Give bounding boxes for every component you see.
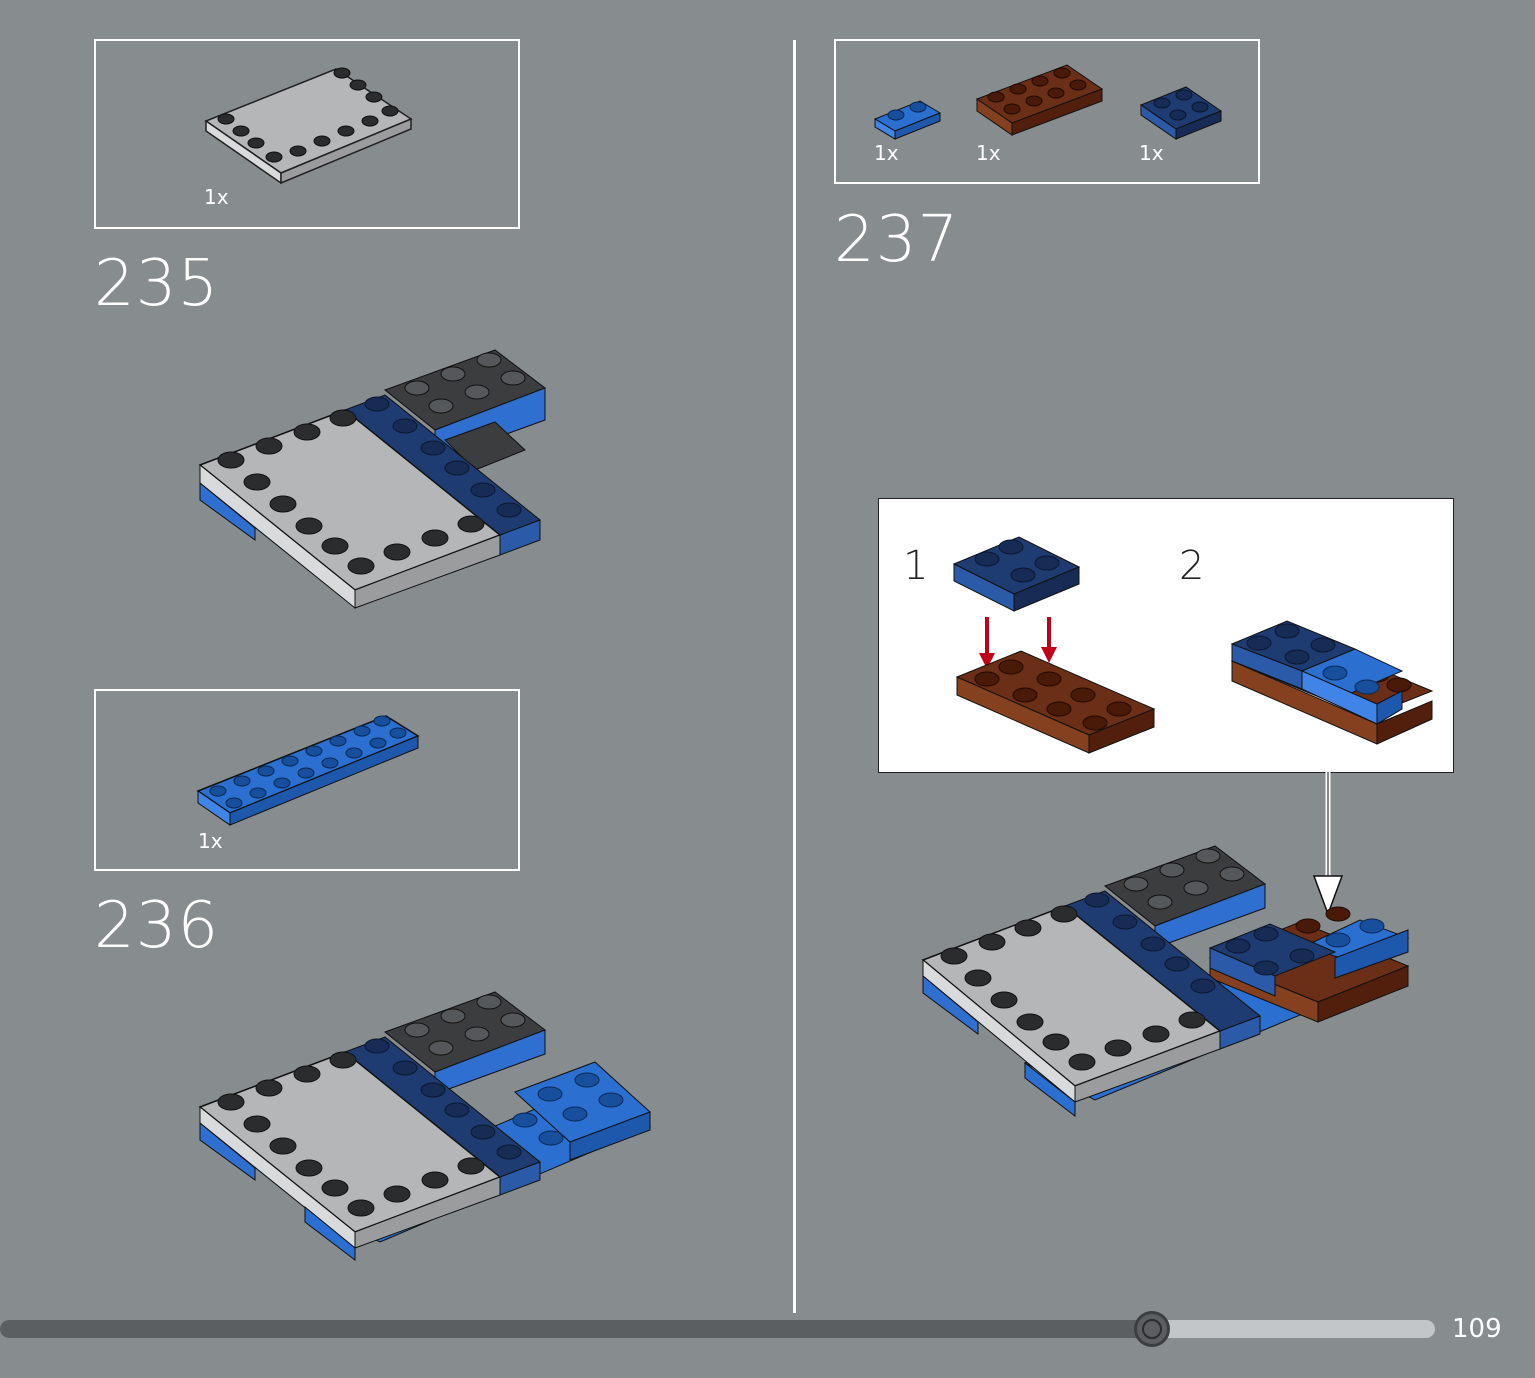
part-quantity: 1x: [976, 141, 1001, 165]
substep-number: 2: [1179, 543, 1205, 589]
page-progress-fill: [0, 1320, 1153, 1338]
dark-blue-plate-2x2-part-icon: [1139, 86, 1223, 140]
step-235-parts-panel: 1x: [94, 39, 520, 229]
page-number: 109: [1452, 1314, 1502, 1344]
part-quantity: 1x: [1139, 141, 1164, 165]
step-237-model-illustration: [921, 845, 1410, 1118]
subassembly-callout: 1 2: [878, 498, 1454, 773]
step-235-model-illustration: [198, 349, 547, 610]
substep-1-illustration: [952, 536, 1156, 754]
substep-2-illustration: [1230, 620, 1434, 745]
part-quantity: 1x: [204, 185, 229, 209]
substep-number: 1: [903, 543, 929, 589]
page-progress-track[interactable]: [0, 1320, 1435, 1338]
column-divider: [793, 40, 796, 1313]
part-quantity: 1x: [198, 829, 223, 853]
brown-plate-2x4-part-icon: [975, 64, 1104, 136]
blue-plate-1x2-part-icon: [873, 100, 942, 140]
step-number: 236: [94, 889, 220, 963]
blue-plate-part-icon: [196, 715, 420, 826]
placement-arrow-icon: [1312, 772, 1344, 917]
step-number: 237: [834, 203, 960, 277]
step-236-parts-panel: 1x: [94, 689, 520, 871]
page-slider-handle[interactable]: [1134, 1311, 1171, 1347]
light-gray-tile-part-icon: [204, 67, 413, 185]
step-237-parts-panel: 1x 1x 1x: [834, 39, 1260, 184]
step-number: 235: [94, 247, 220, 321]
step-236-model-illustration: [198, 991, 652, 1262]
part-quantity: 1x: [874, 141, 899, 165]
